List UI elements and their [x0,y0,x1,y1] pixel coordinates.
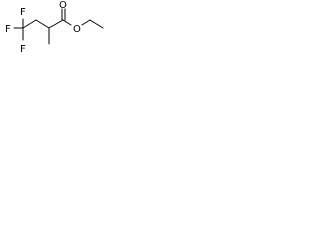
molecule-canvas: F F F O O [0,0,109,62]
bond-ester-oxygen-ch2 [81,19,91,26]
structure-diagram: F F F O O [5,0,104,55]
atom-label-carbonyl-oxygen: O [59,0,67,11]
atom-label-fluorine-left: F [5,24,11,35]
bond-ch2-ch [35,19,50,29]
atom-label-fluorine-top: F [20,7,26,18]
bond-group [13,8,104,45]
atom-label-ester-oxygen: O [73,24,81,35]
atom-label-fluorine-bottom: F [20,44,26,55]
bond-carbonyl-ester-oxygen [62,19,72,26]
bond-ethyl-ch2-ch3 [89,19,104,29]
bond-cf3-ch2 [22,19,37,29]
bond-ch-carbonyl-carbon [48,19,64,29]
